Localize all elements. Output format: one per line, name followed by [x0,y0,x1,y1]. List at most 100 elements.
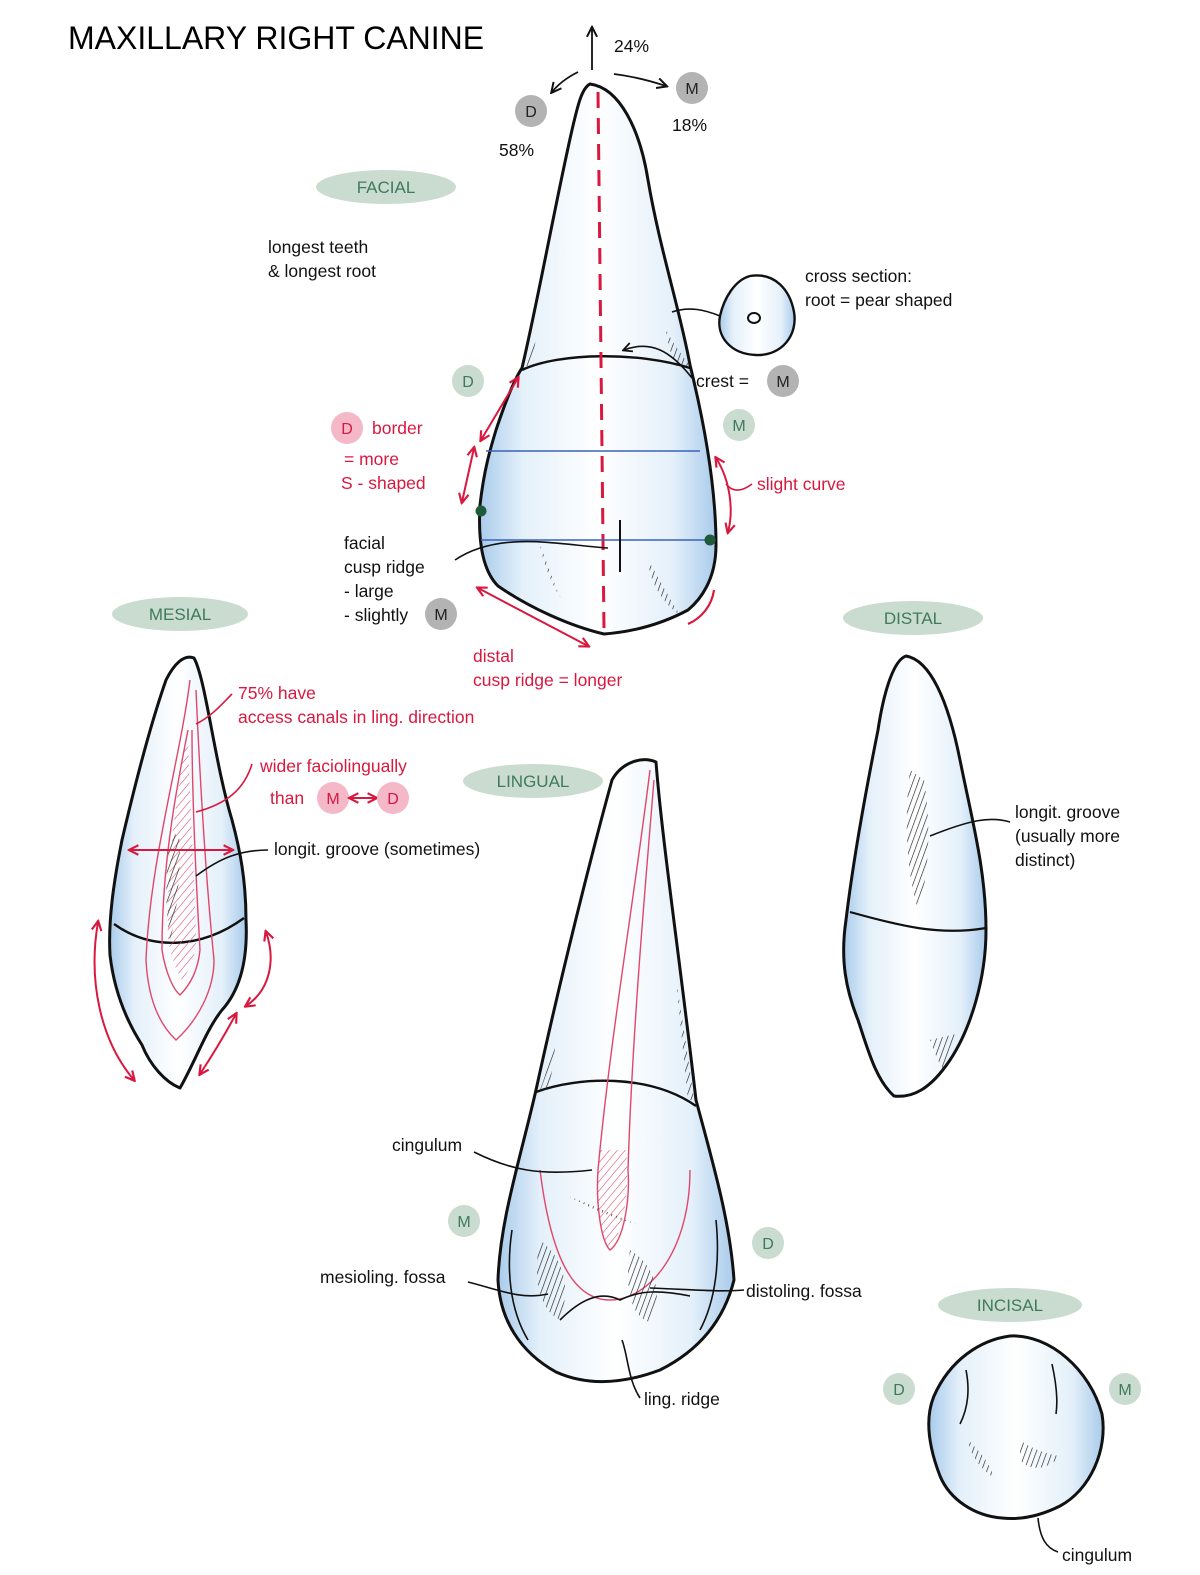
cusp-label-3: - large [344,581,394,601]
wider-m-badge: M [317,782,349,814]
mesial-groove-hatch [166,830,180,940]
distal-groove-label-2: (usually more [1015,826,1120,846]
border-label-2: = more [344,449,399,469]
svg-text:D: D [893,1382,905,1399]
lingual-view-pill: LINGUAL [463,764,603,798]
svg-text:LINGUAL: LINGUAL [497,772,570,791]
incisal-cingulum-label: cingulum [1062,1545,1132,1565]
top-d-badge: D [515,95,547,127]
cross-label-2: root = pear shaped [805,290,952,310]
cingulum-hatch [568,1196,636,1224]
incisal-view-pill: INCISAL [938,1288,1082,1322]
svg-text:D: D [387,791,399,808]
cingulum-label: cingulum [392,1135,462,1155]
crest-label: crest = [696,371,749,391]
incisal-m-badge: M [1109,1373,1141,1405]
mesial-pulp-hatch [167,740,196,980]
distal-curve-arrow [552,71,579,92]
ling-ridge-leader [621,1339,641,1399]
wider-d-badge: D [377,782,409,814]
incisal-view: INCISAL D M cingulum [883,1288,1141,1565]
mesial-curve-arrow [613,73,666,86]
crest-leader [624,346,693,379]
facial-hatch-right [648,560,680,615]
slight-curve-leader [725,483,753,491]
pct-top-label: 24% [614,36,649,56]
lingual-d-badge: D [752,1227,784,1259]
mesioling-label: mesioling. fossa [320,1267,446,1287]
facial-d-badge: D [452,365,484,397]
distoling-leader [649,1287,745,1292]
facial-root-hatch-left [524,330,536,366]
cross-section-canal [747,312,761,324]
mesial-view-pill: MESIAL [112,597,248,631]
svg-text:D: D [341,421,353,438]
mesial-lingual-border-upper-arrow [246,932,271,1006]
distal-cej-line [849,910,987,932]
lingual-root-hatch-right [676,980,694,1100]
lingual-ridge-line [559,1291,691,1321]
distal-ridge-label-1: distal [473,646,514,666]
lingual-cej-line [535,1079,697,1107]
svg-text:FACIAL: FACIAL [357,178,416,197]
svg-text:M: M [685,81,698,98]
svg-text:M: M [457,1214,470,1231]
mesial-facial-border-arrow [95,922,134,1080]
incisal-fossa-hatch-right [1020,1440,1060,1468]
distal-view: DISTAL longit. groove (usually more dist… [842,601,1120,1098]
svg-text:MESIAL: MESIAL [149,605,211,624]
mesial-groove-label: longit. groove (sometimes) [274,839,480,859]
lingual-root-canal-outer [596,769,655,1251]
cross-section-shape [718,274,796,357]
distoling-fossa-hatch [628,1250,657,1322]
lingual-pulp-outline [539,1169,691,1301]
pct-mesial-label: 18% [672,115,707,135]
lingual-root-hatch-left [540,1040,556,1090]
slight-curve-label: slight curve [757,474,846,494]
mesioling-fossa-hatch [536,1240,566,1320]
wider-leader [195,763,253,813]
cusp-label-4: - slightly [344,605,408,625]
lingual-marginal-ridge-left [508,1229,529,1341]
lingual-marginal-ridge-right [699,1219,719,1331]
lingual-pulp-hatch [596,1150,628,1250]
wider-label-2: than [270,788,304,808]
svg-text:M: M [326,791,339,808]
lingual-m-badge: M [448,1205,480,1237]
top-m-badge: M [676,72,708,104]
distal-view-pill: DISTAL [843,601,983,635]
svg-text:M: M [1118,1382,1131,1399]
mesial-view: MESIAL 75% have access canals in ling. d… [95,597,480,1090]
canals-label-1: 75% have [238,683,316,703]
longest-label-2: & longest root [268,261,376,281]
wider-label-1: wider faciolingually [259,756,407,776]
facial-view: 24% 58% 18% D M FACIAL longest teeth & l… [268,28,952,690]
incisal-d-badge: D [883,1373,915,1405]
lingual-view: LINGUAL cingulum M D mesioling. fossa di… [320,758,862,1409]
incisal-ridge-left [959,1369,969,1425]
slight-curve-arrow [716,458,731,532]
page-title: MAXILLARY RIGHT CANINE [68,20,484,56]
cingulum-leader [473,1151,593,1174]
border-label-3: S - shaped [341,473,426,493]
distal-groove-label-3: distinct) [1015,850,1075,870]
distal-border-arrow-upper [481,378,518,440]
cusp-ridge-leader [454,540,609,561]
border-d-badge: D [331,412,363,444]
mesial-contact-dot [704,534,716,546]
incisal-ridge-right [1051,1363,1058,1415]
longest-label-1: longest teeth [268,237,368,257]
distal-groove-label-1: longit. groove [1015,802,1120,822]
cusp-label-1: facial [344,533,385,553]
canals-leader [195,693,233,725]
svg-text:INCISAL: INCISAL [977,1296,1043,1315]
lingual-tooth-outline [496,758,736,1383]
pct-distal-label: 58% [499,140,534,160]
incisal-fossa-hatch-left [968,1440,994,1478]
svg-text:D: D [525,104,537,121]
facial-m-badge: M [723,409,755,441]
mesial-groove-leader [195,849,269,877]
cross-section-leader [671,308,721,317]
svg-text:D: D [462,374,474,391]
distal-border-arrow-lower [462,448,474,502]
